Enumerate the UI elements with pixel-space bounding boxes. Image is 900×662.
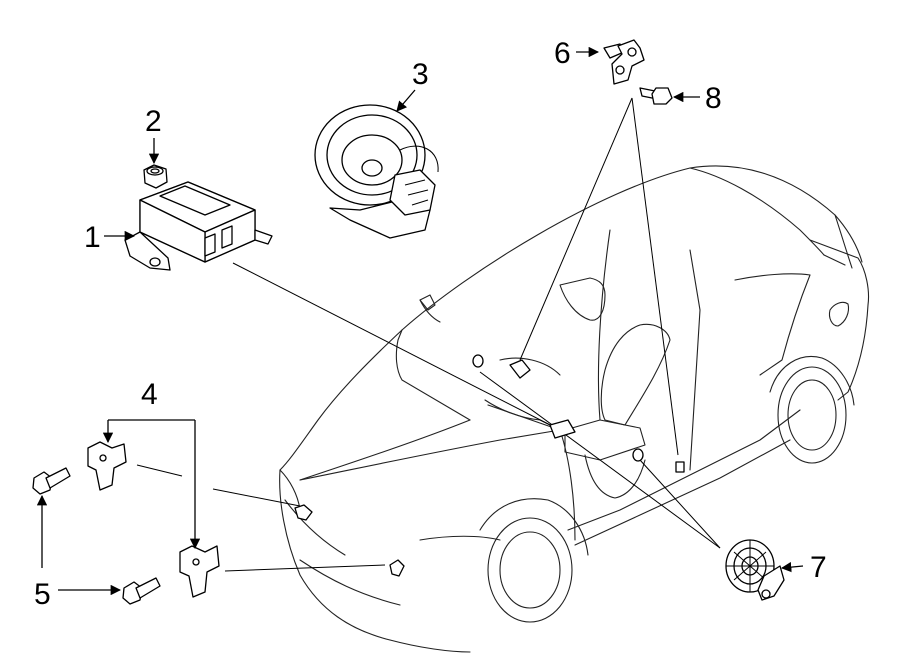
front-sensor-bracket-lower	[179, 545, 220, 598]
bolt-part-8	[639, 87, 673, 105]
occupant-sensor	[725, 539, 785, 601]
bolt-part-upper	[32, 467, 71, 495]
clockspring-part	[314, 104, 439, 239]
bolt-part-lower	[122, 577, 161, 605]
callout-labels: 1 2 3 4 5 6 7 8	[34, 37, 827, 611]
callout-3: 3	[412, 58, 429, 91]
airbag-control-module	[124, 181, 273, 271]
vehicle-outline	[279, 165, 870, 653]
nut-part	[143, 164, 168, 189]
callout-1: 1	[84, 221, 101, 254]
front-sensor-bracket-upper	[87, 441, 127, 491]
callout-4: 4	[141, 378, 158, 411]
callout-2: 2	[145, 105, 162, 138]
callout-6: 6	[554, 37, 571, 70]
leader-lines	[136, 97, 721, 577]
callout-7: 7	[810, 551, 827, 584]
callout-5: 5	[34, 578, 51, 611]
callout-arrows	[36, 46, 804, 596]
callout-8: 8	[705, 82, 722, 115]
side-impact-sensor	[603, 39, 645, 85]
